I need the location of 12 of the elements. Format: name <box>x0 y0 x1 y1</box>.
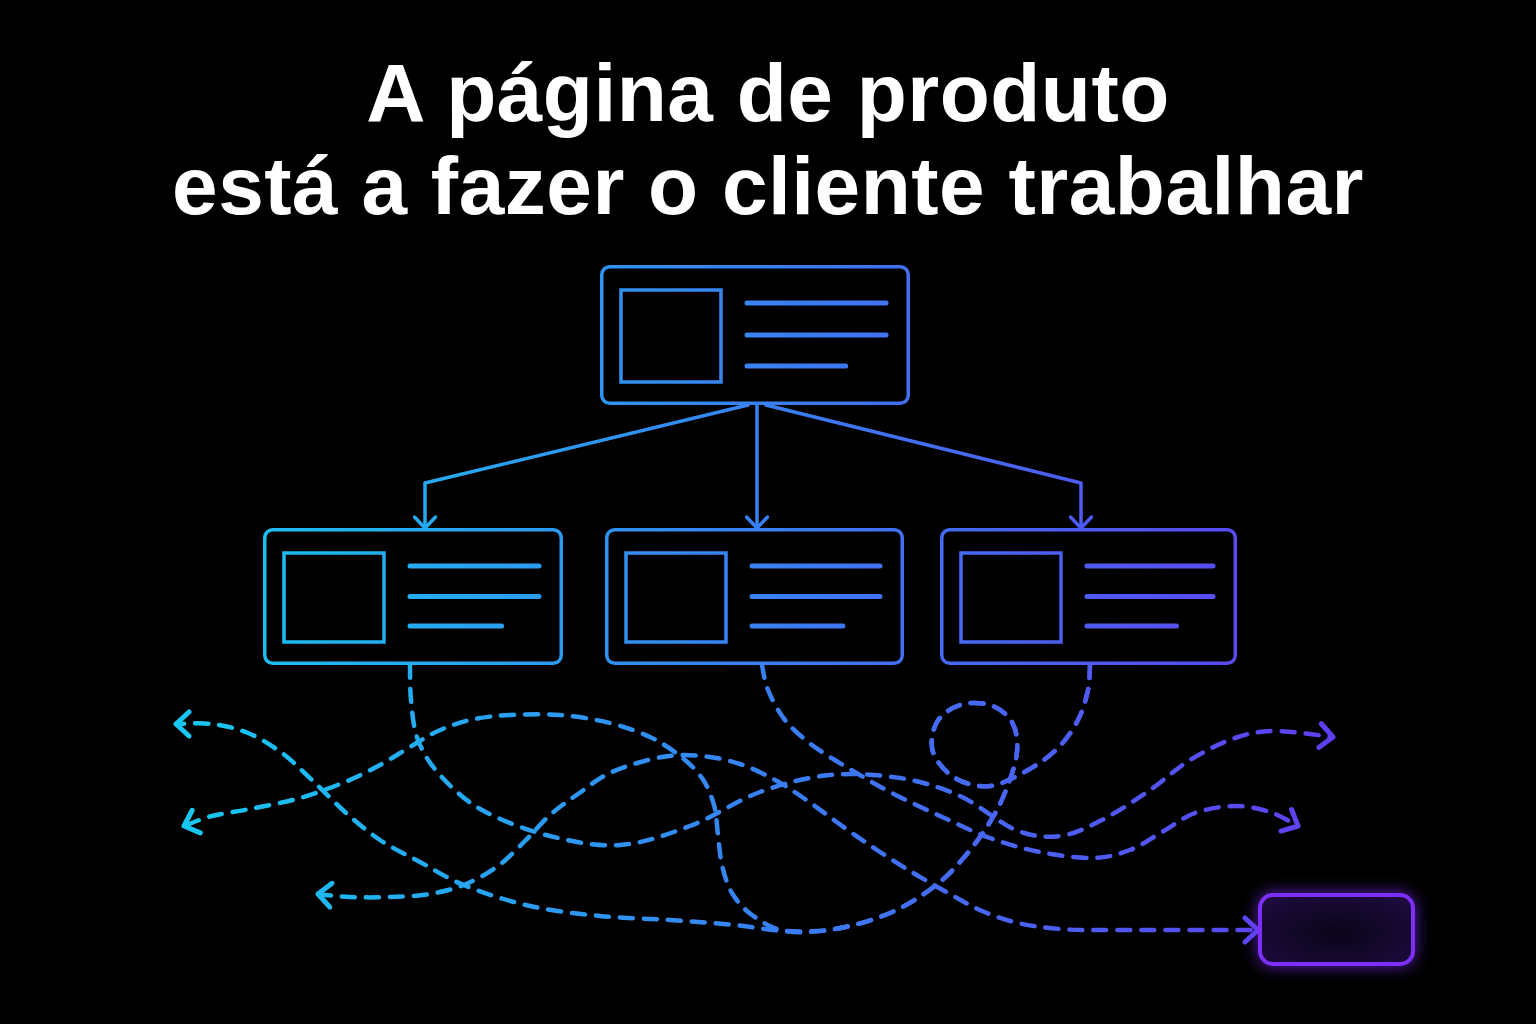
arrow <box>412 403 750 530</box>
dashed-arrow <box>407 662 1336 848</box>
product-card <box>600 265 910 405</box>
title: A página de produto está a fazer o cliente trabalhar <box>172 46 1364 232</box>
arrow <box>744 403 770 530</box>
product-card <box>263 528 563 665</box>
dashed-arrow <box>759 662 1301 861</box>
dashed-arrow <box>315 752 1261 945</box>
highlighted-box <box>1258 893 1415 966</box>
arrow <box>764 403 1094 530</box>
product-card <box>940 528 1237 665</box>
product-card <box>605 528 904 665</box>
